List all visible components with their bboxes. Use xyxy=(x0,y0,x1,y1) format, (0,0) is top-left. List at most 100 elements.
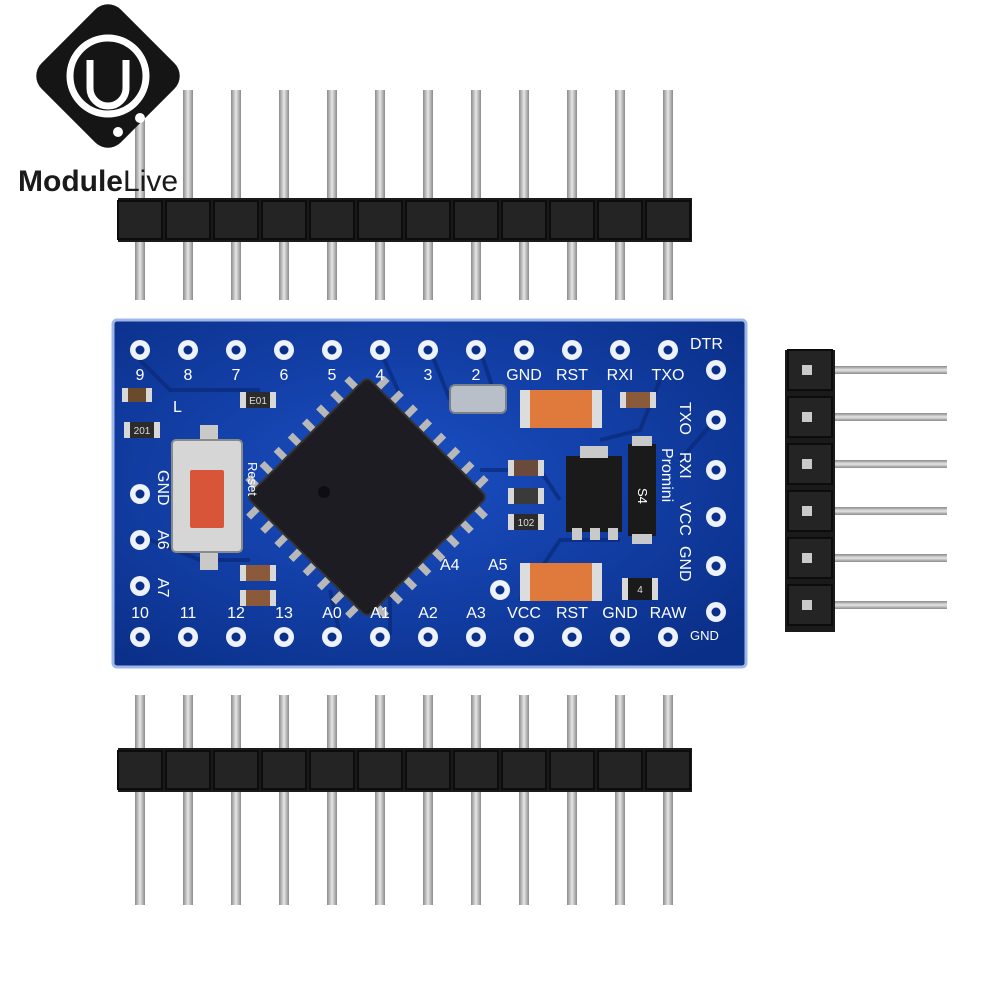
header-segment xyxy=(117,750,163,790)
smd-resistor-e01 xyxy=(246,392,270,408)
header-pin xyxy=(375,695,385,905)
header-pin-end xyxy=(802,553,812,563)
header-segment xyxy=(549,200,595,240)
pin-label: 5 xyxy=(328,367,337,384)
header-pin xyxy=(519,695,529,905)
through-hole-center xyxy=(519,632,529,642)
header-pin xyxy=(279,90,289,300)
smd-led xyxy=(128,388,146,402)
through-hole-center xyxy=(183,345,193,355)
through-hole-center xyxy=(135,632,145,642)
header-pin-end xyxy=(802,600,812,610)
header-segment xyxy=(213,750,259,790)
pin-label: 9 xyxy=(136,367,145,384)
brand-logo: ModuleLive xyxy=(0,0,240,215)
brand-name-bold: Module xyxy=(18,165,123,198)
bottom-pin-header xyxy=(117,695,692,905)
through-hole-center xyxy=(327,345,337,355)
microcontroller-chip xyxy=(245,376,489,619)
header-segment xyxy=(357,200,403,240)
header-pin xyxy=(815,366,947,374)
smd-capacitor xyxy=(514,460,538,476)
header-segment xyxy=(645,750,691,790)
through-hole-center xyxy=(135,581,145,591)
header-pin xyxy=(375,90,385,300)
component-code: 4 xyxy=(637,585,643,596)
pin-label: 4 xyxy=(376,367,385,384)
through-hole-center xyxy=(375,632,385,642)
header-pin xyxy=(327,90,337,300)
component-code: 201 xyxy=(134,426,151,437)
header-pin-end xyxy=(802,365,812,375)
header-pin xyxy=(519,90,529,300)
header-pin xyxy=(471,90,481,300)
header-pin xyxy=(815,507,947,515)
through-hole-center xyxy=(711,512,721,522)
header-segment xyxy=(357,750,403,790)
header-pin xyxy=(231,90,241,300)
tantalum-capacitor-bottom xyxy=(520,563,602,601)
crystal-resonator xyxy=(449,384,507,414)
pin-label: A2 xyxy=(418,605,438,622)
header-pin-end xyxy=(802,459,812,469)
header-pin xyxy=(567,90,577,300)
header-segment xyxy=(165,750,211,790)
header-segment xyxy=(309,200,355,240)
smd-capacitor xyxy=(626,392,650,408)
right-pin-labels: TXO RXI VCC GND xyxy=(676,402,693,582)
header-pin xyxy=(663,90,673,300)
through-hole-center xyxy=(711,465,721,475)
header-segment xyxy=(453,750,499,790)
pin-label: 6 xyxy=(280,367,289,384)
through-hole-center xyxy=(711,561,721,571)
header-segment xyxy=(117,200,163,240)
smd-part-4 xyxy=(628,578,652,600)
pin-label: RAW xyxy=(650,605,688,622)
a5-label: A5 xyxy=(488,557,508,574)
led-label: L xyxy=(173,399,182,416)
pin-label: 8 xyxy=(184,367,193,384)
header-segment xyxy=(549,750,595,790)
diode-code: S4 xyxy=(635,488,650,504)
smd-resistor-102 xyxy=(514,514,538,530)
header-pin xyxy=(615,695,625,905)
through-hole-center xyxy=(495,585,505,595)
header-pin xyxy=(183,90,193,300)
header-segment xyxy=(405,200,451,240)
through-hole-center xyxy=(711,607,721,617)
left-label-a7: A7 xyxy=(154,578,171,598)
component-code: 102 xyxy=(518,518,535,529)
pin-label: 10 xyxy=(131,605,149,622)
right-label-rxi: RXI xyxy=(676,452,693,479)
through-hole-center xyxy=(471,345,481,355)
header-segment xyxy=(309,750,355,790)
header-segment xyxy=(597,750,643,790)
right-label-gnd: GND xyxy=(676,546,693,582)
corner-gnd-label: GND xyxy=(690,628,719,643)
header-segment xyxy=(165,200,211,240)
brand-logo-icon xyxy=(36,4,180,148)
pin-label: 2 xyxy=(472,367,481,384)
pin-label: A1 xyxy=(370,605,390,622)
reset-label: Reset xyxy=(245,462,260,496)
header-segment xyxy=(405,750,451,790)
header-pin xyxy=(615,90,625,300)
through-hole-center xyxy=(231,345,241,355)
through-hole-center xyxy=(711,415,721,425)
smd-capacitor xyxy=(246,565,270,581)
pin-label: 12 xyxy=(227,605,245,622)
pin-label: A0 xyxy=(322,605,342,622)
through-hole-center xyxy=(135,489,145,499)
header-pin xyxy=(135,695,145,905)
through-hole-center xyxy=(567,345,577,355)
header-pin xyxy=(815,413,947,421)
brand-name-regular: Live xyxy=(123,165,179,198)
smd-resistor-201 xyxy=(130,422,154,438)
smd-capacitor xyxy=(246,590,270,606)
through-hole-center xyxy=(327,632,337,642)
header-segment xyxy=(645,200,691,240)
